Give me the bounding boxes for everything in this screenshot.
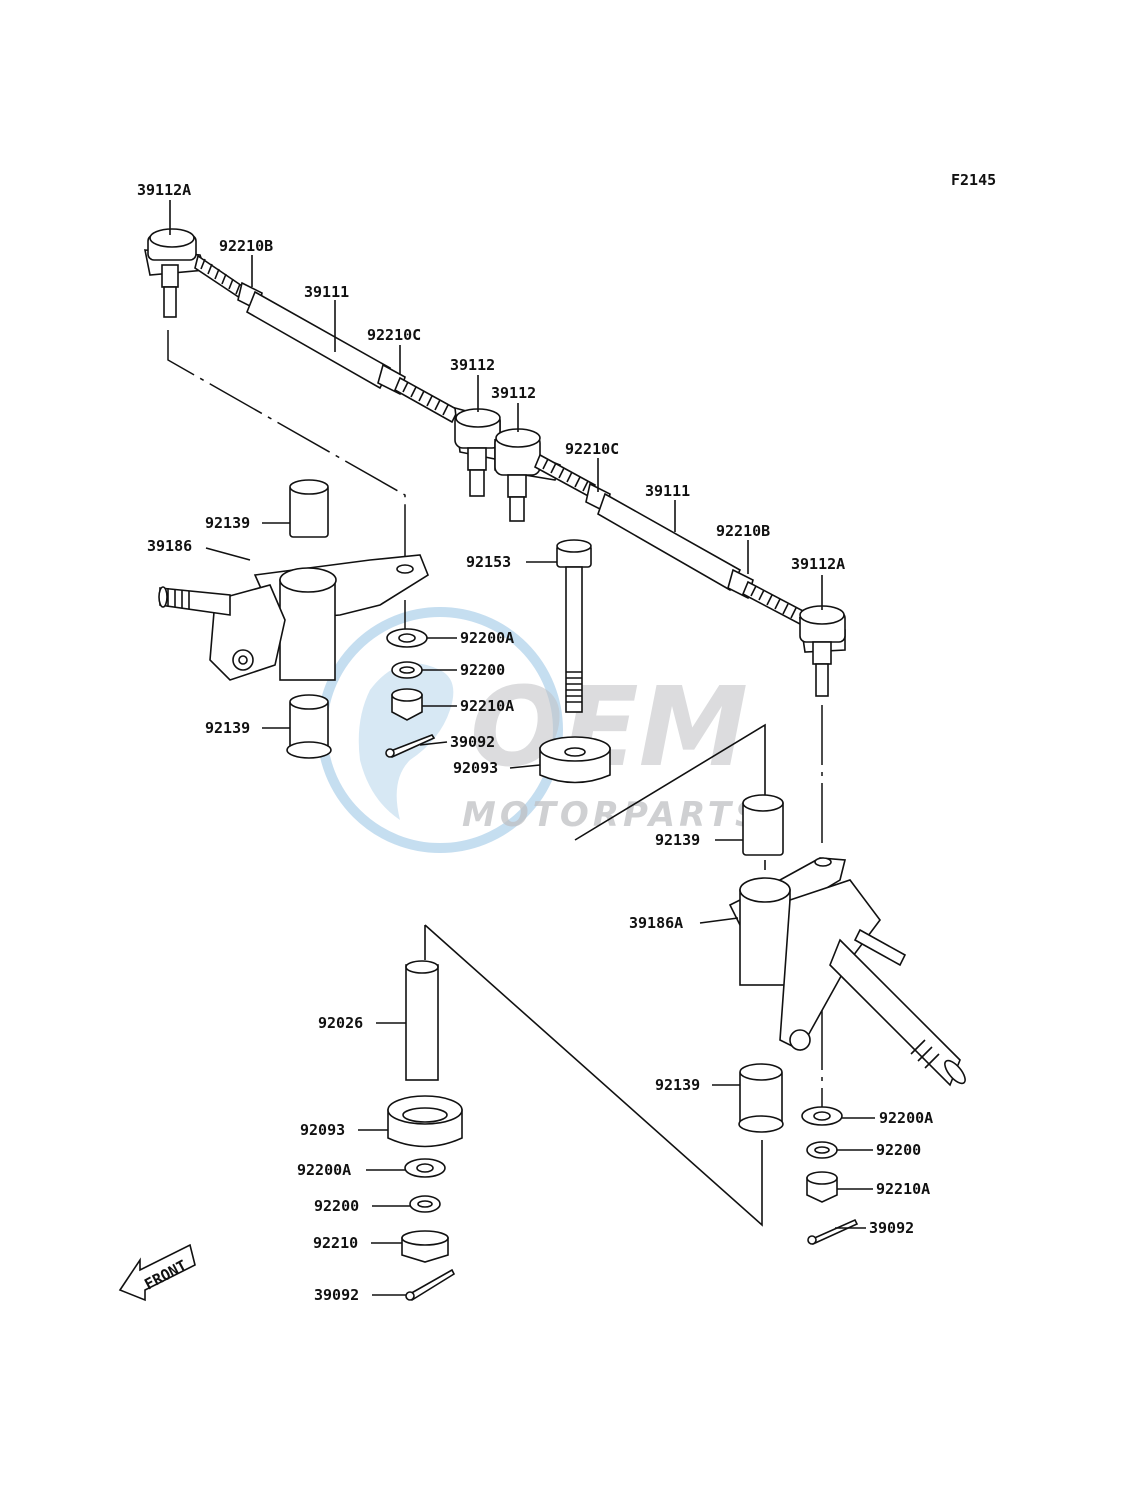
label-39112A-right: 39112A (791, 555, 845, 573)
label-39112A-left: 39112A (137, 181, 191, 199)
assembly-lines (167, 330, 823, 1227)
label-39111-right: 39111 (645, 482, 690, 500)
label-39092-right: 39092 (869, 1219, 914, 1237)
center-stack (387, 960, 463, 1302)
label-39112-1: 39112 (450, 356, 495, 374)
label-92026: 92026 (318, 1014, 363, 1032)
label-39092-bottom: 39092 (314, 1286, 359, 1304)
watermark-sub: MOTORPARTS (462, 795, 763, 835)
label-92210C-left: 92210C (367, 326, 421, 344)
label-92200-bottom: 92200 (314, 1197, 359, 1215)
label-92210B-left: 92210B (219, 237, 273, 255)
label-92200A-bottom: 92200A (297, 1161, 351, 1179)
label-92139-lower-left: 92139 (205, 719, 250, 737)
label-39111-left: 39111 (304, 283, 349, 301)
tie-rod-assembly (144, 228, 846, 697)
label-92210-bottom: 92210 (313, 1234, 358, 1252)
label-39112-2: 39112 (491, 384, 536, 402)
knuckle-right (728, 794, 966, 1133)
tie-rod-end-right (799, 605, 846, 697)
front-arrow-icon: FRONT (118, 1243, 196, 1302)
label-92210C-right: 92210C (565, 440, 619, 458)
label-92139-upper-right: 92139 (655, 831, 700, 849)
label-92093-upper: 92093 (453, 759, 498, 777)
label-92093-lower: 92093 (300, 1121, 345, 1139)
label-92200A-left: 92200A (460, 629, 514, 647)
label-92139-lower-right: 92139 (655, 1076, 700, 1094)
watermark-continent (358, 663, 454, 820)
label-92153: 92153 (466, 553, 511, 571)
label-92210A-left: 92210A (460, 697, 514, 715)
watermark: OEM MOTORPARTS (317, 607, 763, 853)
figure-code: F2145 (951, 171, 996, 189)
label-92210A-right: 92210A (876, 1180, 930, 1198)
tie-rod-end-left (144, 228, 207, 318)
tie-rod-end-center-1 (454, 406, 501, 497)
leader-lines (169, 200, 875, 1296)
right-fasteners (801, 1106, 859, 1245)
label-39186: 39186 (147, 537, 192, 555)
bolt-group (539, 539, 611, 784)
left-fasteners (385, 628, 436, 758)
knuckle-left (158, 479, 429, 759)
label-92200-left: 92200 (460, 661, 505, 679)
label-92200A-right: 92200A (879, 1109, 933, 1127)
part-labels: 39112A 92210B 39111 92210C 39112 39112 9… (137, 181, 933, 1304)
label-39092-left: 39092 (450, 733, 495, 751)
label-92210B-right: 92210B (716, 522, 770, 540)
tie-rod-end-center-2 (494, 428, 562, 522)
label-92139-upper-left: 92139 (205, 514, 250, 532)
label-92200-right: 92200 (876, 1141, 921, 1159)
label-39186A: 39186A (629, 914, 683, 932)
